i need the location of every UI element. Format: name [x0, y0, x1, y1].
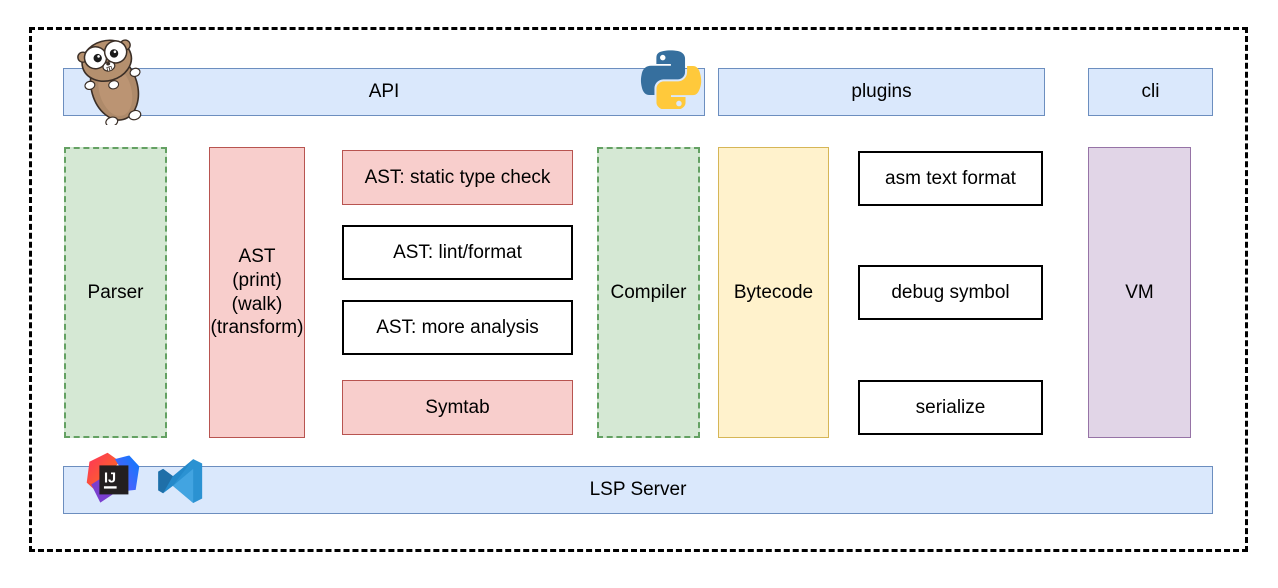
- ast-lint-format-box[interactable]: AST: lint/format: [342, 225, 573, 280]
- go-gopher-logo: [66, 33, 158, 125]
- plugins-label: plugins: [851, 81, 912, 103]
- intellij-idea-logo: IJ: [84, 450, 142, 508]
- parser-box[interactable]: Parser: [64, 147, 167, 438]
- plugins-box[interactable]: plugins: [718, 68, 1045, 116]
- ast-more-analysis-label: AST: more analysis: [376, 316, 539, 338]
- vm-box[interactable]: VM: [1088, 147, 1191, 438]
- parser-label: Parser: [87, 281, 144, 303]
- diagram-outer-frame: [29, 27, 1248, 552]
- svg-text:IJ: IJ: [104, 471, 116, 487]
- compiler-box[interactable]: Compiler: [597, 147, 700, 438]
- cli-box[interactable]: cli: [1088, 68, 1213, 116]
- ast-static-type-check-label: AST: static type check: [364, 166, 551, 188]
- debug-symbol-box[interactable]: debug symbol: [858, 265, 1043, 320]
- ast-more-analysis-box[interactable]: AST: more analysis: [342, 300, 573, 355]
- ast-static-type-check-box[interactable]: AST: static type check: [342, 150, 573, 205]
- api-label: API: [368, 81, 400, 103]
- ast-box[interactable]: AST (print) (walk) (transform): [209, 147, 305, 438]
- python-logo: [640, 47, 702, 109]
- serialize-box[interactable]: serialize: [858, 380, 1043, 435]
- api-box[interactable]: API: [63, 68, 705, 116]
- lsp-server-label: LSP Server: [589, 479, 687, 501]
- ast-label: AST (print) (walk) (transform): [210, 245, 304, 339]
- lsp-server-box[interactable]: LSP Server: [63, 466, 1213, 514]
- symtab-label: Symtab: [425, 396, 490, 418]
- asm-text-format-box[interactable]: asm text format: [858, 151, 1043, 206]
- compiler-label: Compiler: [610, 281, 687, 303]
- vscode-logo: [155, 455, 207, 507]
- serialize-label: serialize: [915, 396, 986, 418]
- cli-label: cli: [1141, 81, 1160, 103]
- ast-lint-format-label: AST: lint/format: [393, 241, 522, 263]
- symtab-box[interactable]: Symtab: [342, 380, 573, 435]
- vm-label: VM: [1125, 281, 1154, 303]
- bytecode-box[interactable]: Bytecode: [718, 147, 829, 438]
- asm-text-format-label: asm text format: [885, 167, 1016, 189]
- debug-symbol-label: debug symbol: [891, 281, 1010, 303]
- bytecode-label: Bytecode: [733, 281, 814, 303]
